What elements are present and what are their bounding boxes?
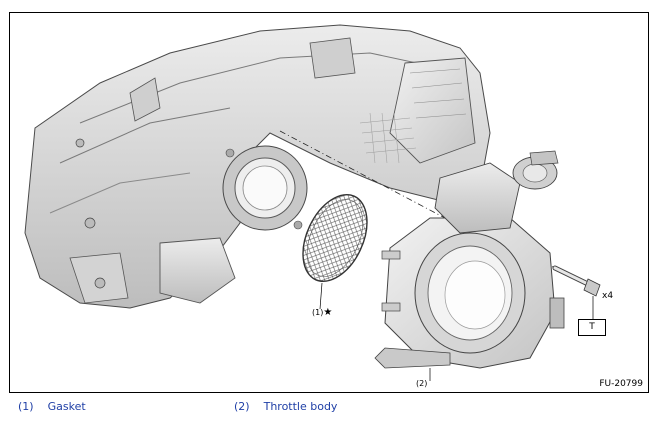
intake-manifold [24,24,491,309]
gasket-part [302,193,368,283]
bolt-part [552,265,601,297]
throttle-body-callout: (2) [416,379,428,388]
torque-box: T [578,319,606,336]
gasket-callout-number: (1) [312,308,324,317]
throttle-body-part [374,150,565,369]
legend-item-throttle-body: (2) Throttle body [234,400,337,413]
gasket-leader-line [319,282,323,310]
legend-item-gasket: (1) Gasket [18,400,86,413]
exploded-view-illustration [24,24,601,381]
diagram-frame: (1)★ (2) x4 T FU-20799 [9,12,649,393]
legend-number: (2) [234,400,250,413]
legend-label: Throttle body [263,400,338,413]
figure-id: FU-20799 [599,379,643,389]
gasket-star-mark: ★ [323,307,333,318]
legend-label: Gasket [47,400,86,413]
legend-number: (1) [18,400,34,413]
gasket-callout: (1)★ [312,307,332,318]
bolt-quantity-label: x4 [602,291,614,301]
